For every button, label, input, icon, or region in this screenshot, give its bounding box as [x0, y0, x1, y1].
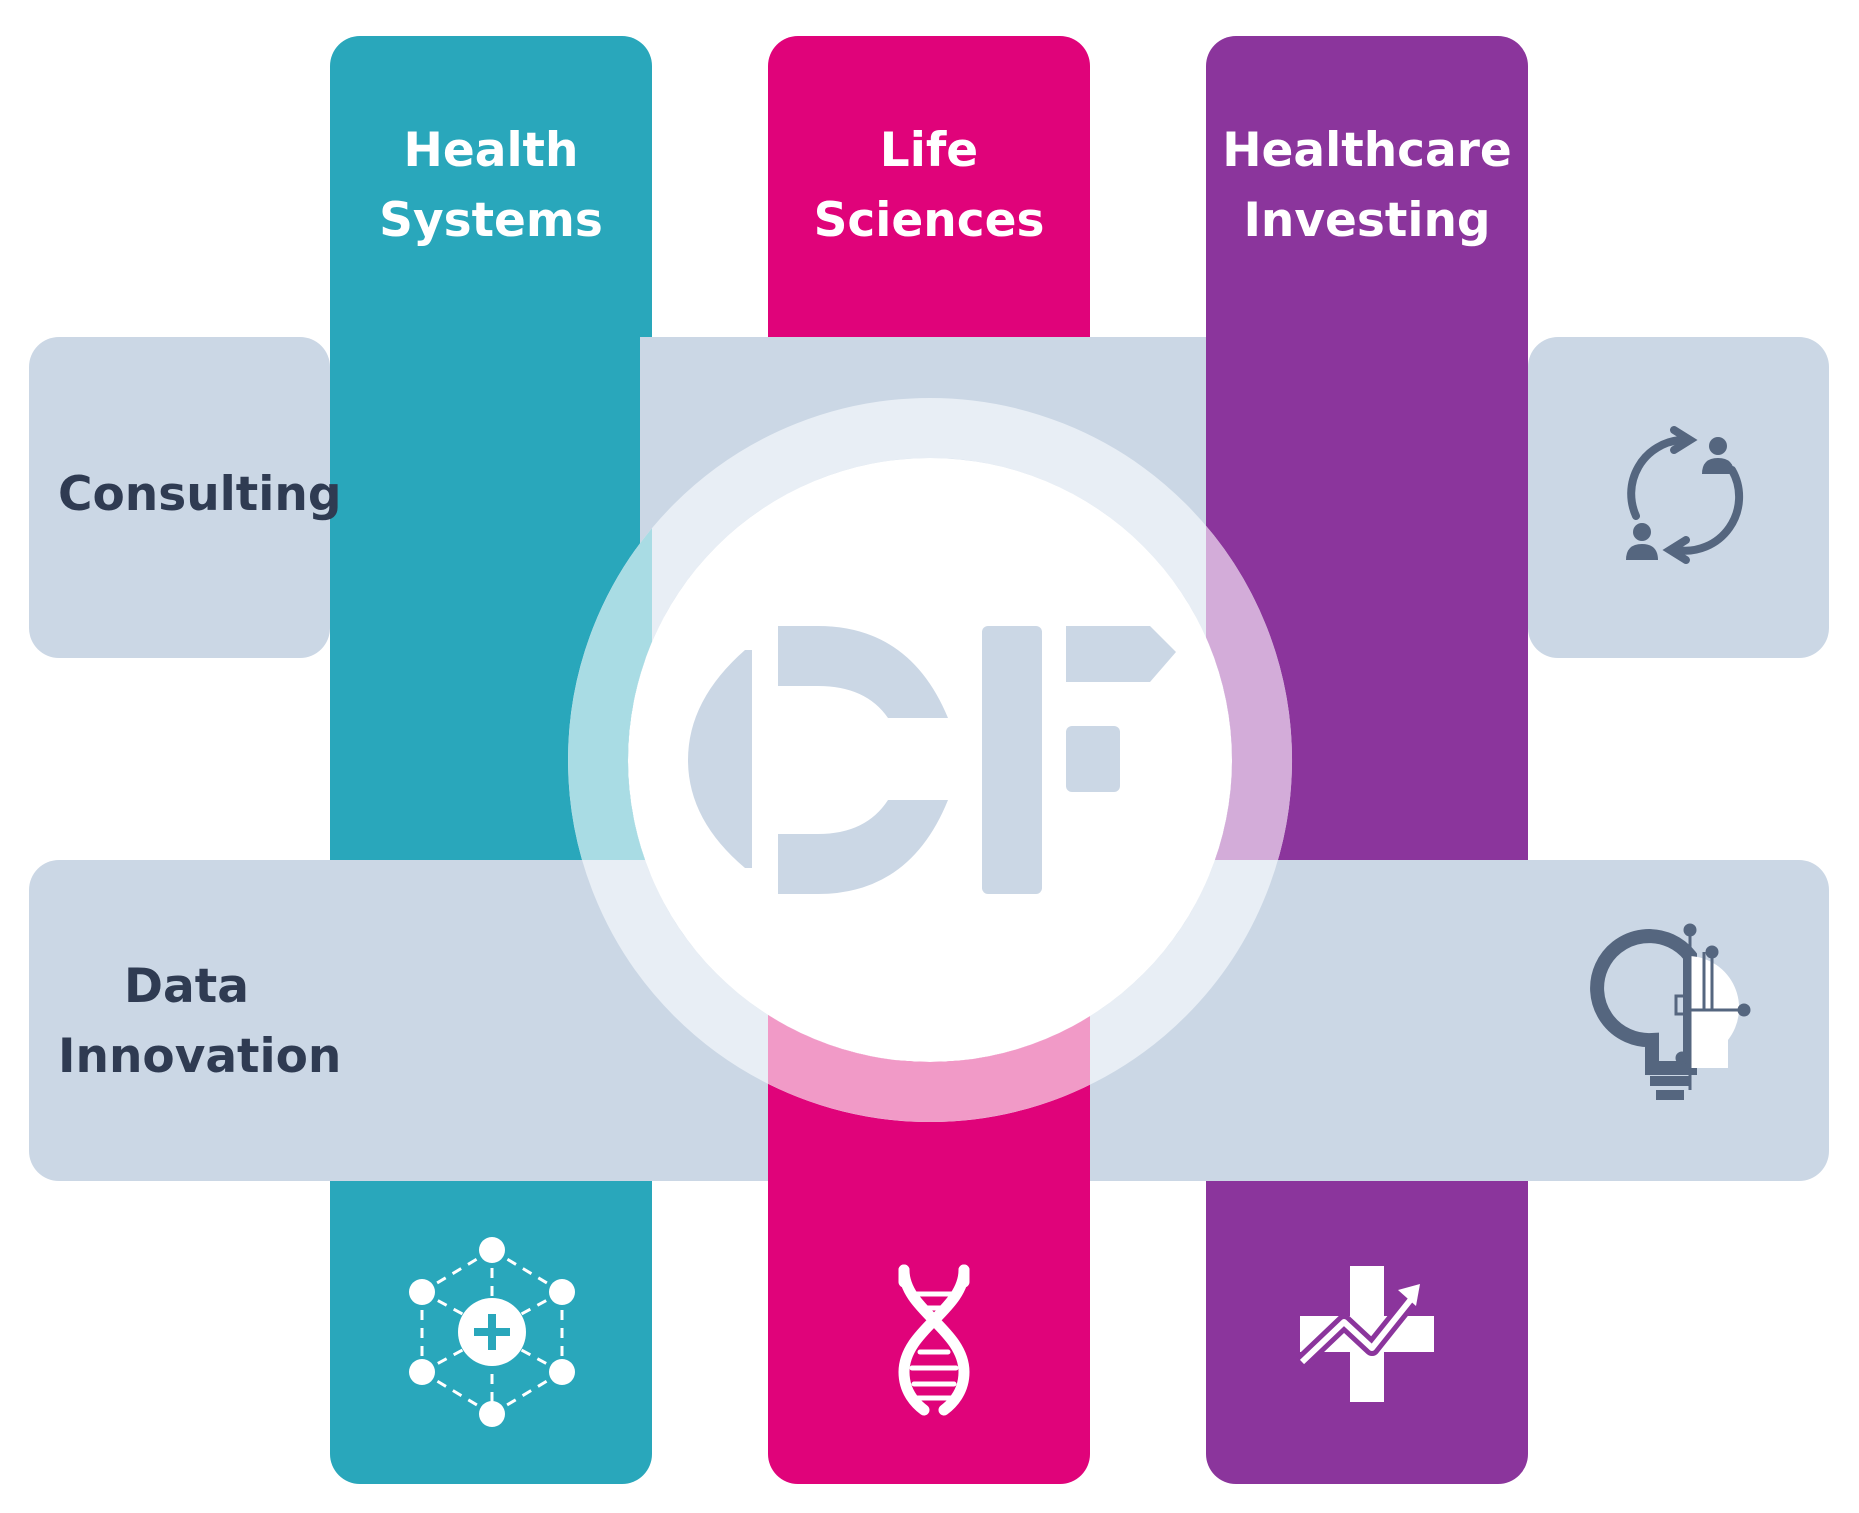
row-title-consulting: Consulting — [58, 460, 341, 530]
molecule-plus-icon — [409, 1237, 575, 1427]
column-title-line: Systems — [379, 193, 603, 248]
column-title-line: Investing — [1243, 193, 1491, 248]
row-title-line: Consulting — [58, 467, 342, 522]
lightbulb-circuit-icon — [1590, 923, 1751, 1100]
row-title-line: Data — [124, 959, 249, 1014]
column-title-line: Life — [879, 123, 979, 178]
cf-logo-icon — [688, 626, 1176, 894]
column-title-life-sciences: Life Sciences — [768, 116, 1090, 256]
column-title-line: Sciences — [813, 193, 1045, 248]
people-cycle-icon — [1626, 426, 1744, 564]
column-title-line: Healthcare — [1222, 123, 1512, 178]
column-title-health-systems: Health Systems — [330, 116, 652, 256]
column-title-healthcare-investing: Healthcare Investing — [1206, 116, 1528, 256]
dna-icon — [898, 1264, 970, 1416]
row-title-data-innovation: Data Innovation — [58, 952, 341, 1092]
row-title-line: Innovation — [58, 1029, 342, 1084]
medical-cross-growth-icon — [1296, 1266, 1434, 1402]
column-title-line: Health — [403, 123, 579, 178]
